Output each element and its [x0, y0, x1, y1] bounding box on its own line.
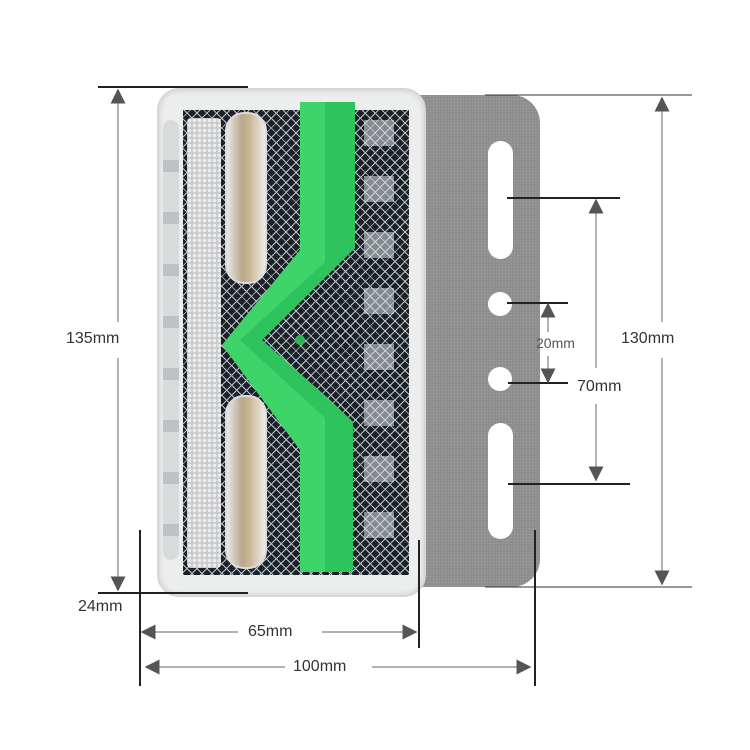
bracket-hole-bottom — [488, 367, 512, 391]
dim-label-overall-width: 100mm — [291, 658, 349, 676]
lens-edge-left — [163, 120, 179, 560]
lens-column-right — [364, 120, 394, 560]
dim-label-slot-spacing: 70mm — [575, 378, 624, 396]
dim-label-bracket-height: 130mm — [619, 330, 677, 348]
dim-label-hole-spacing: 20mm — [536, 335, 575, 351]
mounting-bracket — [405, 95, 540, 587]
led-tube-bottom — [225, 395, 267, 569]
reflector-strip — [187, 118, 221, 568]
bracket-slot-bottom — [488, 423, 513, 539]
dim-label-lamp-width: 65mm — [246, 623, 295, 641]
bracket-slot-top — [488, 141, 513, 259]
dim-label-depth-offset: 24mm — [76, 598, 125, 616]
dim-label-lamp-height: 135mm — [64, 330, 122, 348]
led-tube-top — [225, 112, 267, 284]
lamp-housing — [157, 88, 426, 597]
